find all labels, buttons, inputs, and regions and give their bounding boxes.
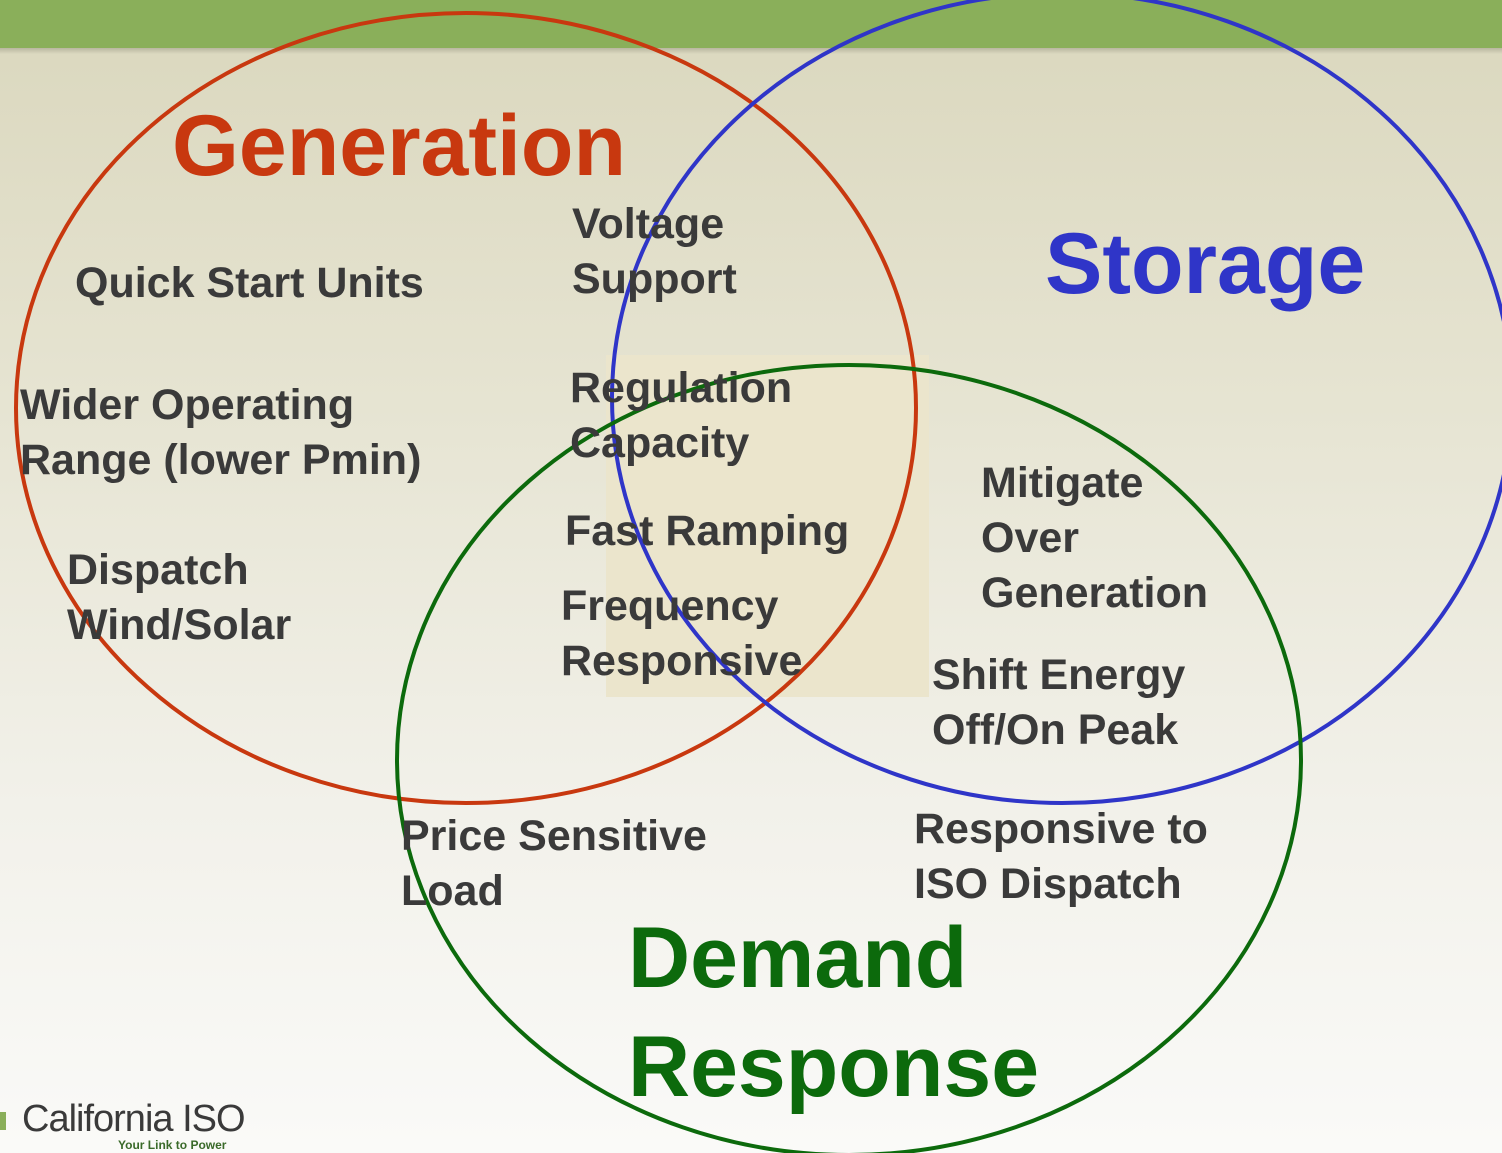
- responsive-iso-line1: Responsive to: [914, 805, 1208, 853]
- frequency-line2: Responsive: [561, 637, 803, 685]
- responsive-iso-line2: ISO Dispatch: [914, 860, 1182, 908]
- storage-heading: Storage: [1045, 216, 1366, 312]
- mitigate-line2: Over: [981, 514, 1080, 562]
- mitigate-line3: Generation: [981, 569, 1208, 617]
- storage-circle: [610, 0, 1502, 805]
- frequency-line1: Frequency: [561, 582, 779, 630]
- generation-heading: Generation: [172, 98, 626, 194]
- demand-response-circle: [395, 363, 1303, 1153]
- wider-operating-line1: Wider Operating: [20, 381, 355, 429]
- shift-energy-line2: Off/On Peak: [932, 706, 1179, 754]
- dispatch-line2: Wind/Solar: [67, 601, 292, 649]
- mitigate-line1: Mitigate: [981, 459, 1144, 507]
- logo-tagline: Your Link to Power: [118, 1138, 227, 1152]
- regulation-line1: Regulation: [570, 364, 793, 412]
- overlap-highlight: [606, 355, 929, 697]
- logo-mark-icon: [0, 1112, 6, 1130]
- demand-heading-line1: Demand: [628, 910, 968, 1006]
- dispatch-line1: Dispatch: [67, 546, 249, 594]
- california-iso-logo: California ISO Your Link to Power: [0, 1096, 270, 1153]
- header-bar: [0, 0, 1502, 48]
- fast-ramping: Fast Ramping: [565, 507, 850, 555]
- regulation-line2: Capacity: [570, 419, 750, 467]
- voltage-support-line2: Support: [572, 255, 737, 303]
- price-sensitive-line2: Load: [401, 867, 504, 915]
- shift-energy-line1: Shift Energy: [932, 651, 1186, 699]
- header-bar-shadow: [0, 48, 1502, 54]
- demand-heading-line2: Response: [628, 1019, 1040, 1115]
- generation-circle: [14, 11, 918, 805]
- wider-operating-line2: Range (lower Pmin): [20, 436, 422, 484]
- logo-name: California ISO: [22, 1098, 246, 1140]
- voltage-support-line1: Voltage: [572, 200, 725, 248]
- quick-start-units: Quick Start Units: [75, 259, 424, 307]
- price-sensitive-line1: Price Sensitive: [401, 812, 707, 860]
